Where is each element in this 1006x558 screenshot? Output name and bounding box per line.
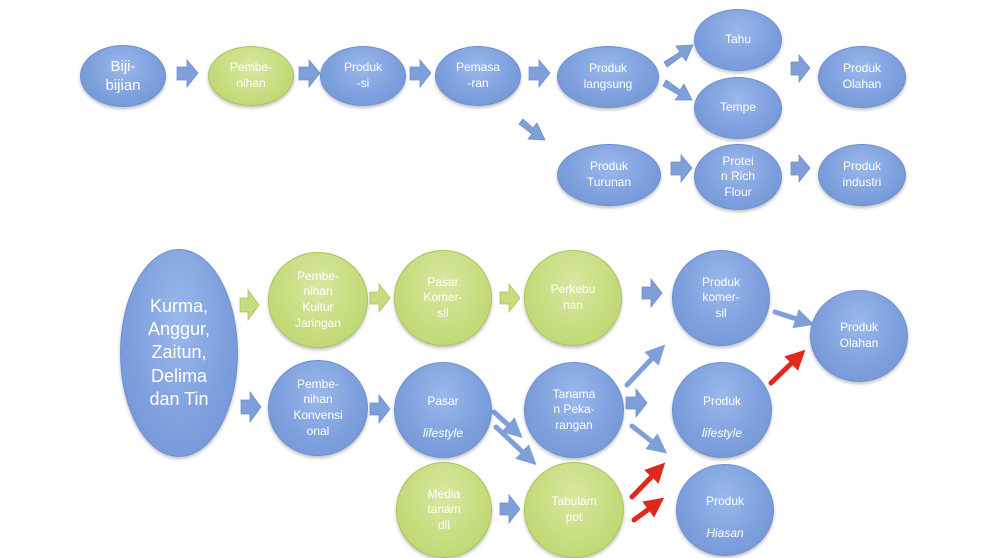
node-media-tanam: Media tanam dll bbox=[396, 462, 492, 558]
arrow-tanaman-hiasan bbox=[629, 423, 668, 454]
node-produk-olahan-bottom: Produk Olahan bbox=[810, 290, 908, 382]
node-pembenihan-konvensional: Pembe- nihan Konvensi onal bbox=[268, 360, 368, 456]
node-produk-komersil: Produk komer- sil bbox=[672, 250, 770, 346]
node-produk-hiasan: Produk Hiasan bbox=[676, 464, 774, 556]
red-arrow-tabulampot-lifestyle bbox=[629, 462, 666, 500]
arrow-komersil-olahan bbox=[772, 309, 815, 329]
block-arrow-down bbox=[662, 79, 693, 101]
node-pasar-lifestyle: Pasar lifestyle bbox=[394, 362, 492, 458]
node-produk-hiasan-label: Produk Hiasan bbox=[706, 479, 744, 541]
node-produk-olahan-bottom-label: Produk Olahan bbox=[839, 320, 879, 350]
node-protein-rich-flour: Protei n Rich Flour bbox=[694, 144, 782, 210]
arrow-lifestyle-tabulampot bbox=[491, 409, 523, 439]
block-arrow-b5 bbox=[625, 387, 648, 419]
block-arrow-up bbox=[663, 44, 694, 68]
node-produk-turunan-label: Produk Turunan bbox=[586, 159, 632, 189]
node-produk-langsung: Produk langsung bbox=[557, 46, 659, 108]
block-arrow-g3 bbox=[499, 282, 521, 314]
node-produk-turunan: Produk Turunan bbox=[557, 144, 661, 206]
block-arrow-b2 bbox=[240, 390, 262, 424]
node-produk-hiasan-line1: Produk bbox=[705, 494, 745, 509]
node-pemasaran-label: Pemasa -ran bbox=[455, 60, 501, 90]
block-arrow-2 bbox=[298, 58, 321, 89]
node-pembenihan-konvensional-label: Pembe- nihan Konvensi onal bbox=[293, 376, 343, 438]
node-pasar-komersil-label: Pasar Komer- sil bbox=[423, 274, 463, 320]
block-arrow-b3 bbox=[369, 393, 391, 425]
node-tanaman-pekarangan-label: Tanama n Peka- rangan bbox=[552, 386, 596, 432]
red-arrow-lifestyle-olahan bbox=[768, 349, 806, 386]
block-arrow-g1 bbox=[239, 288, 260, 322]
node-tempe: Tempe bbox=[694, 77, 782, 139]
block-arrow-b1 bbox=[641, 277, 663, 309]
node-pembenihan-label: Pembe- nihan bbox=[229, 60, 273, 90]
node-protein-rich-flour-label: Protei n Rich Flour bbox=[720, 153, 755, 199]
block-arrow-down-right bbox=[518, 118, 546, 141]
node-produk-olahan-top: Produk Olahan bbox=[818, 46, 906, 108]
block-arrow-6 bbox=[670, 153, 693, 184]
node-kurma-anggur-label: Kurma, Anggur, Zaitun, Delima dan Tin bbox=[147, 295, 211, 410]
node-biji-bijian-label: Biji- bijian bbox=[105, 57, 141, 95]
block-arrow-1 bbox=[176, 58, 199, 89]
node-pasar-lifestyle-line1: Pasar bbox=[427, 394, 459, 409]
node-pasar-komersil: Pasar Komer- sil bbox=[394, 250, 492, 346]
node-tanaman-pekarangan: Tanama n Peka- rangan bbox=[524, 362, 624, 458]
node-produksi: Produk -si bbox=[320, 46, 406, 106]
node-pemasaran: Pemasa -ran bbox=[435, 46, 521, 106]
node-perkebunan-label: Perkebu nan bbox=[550, 282, 596, 312]
node-kurma-anggur: Kurma, Anggur, Zaitun, Delima dan Tin bbox=[120, 249, 238, 457]
node-produk-lifestyle: Produk lifestyle bbox=[672, 362, 772, 458]
block-arrow-3 bbox=[409, 58, 432, 89]
node-produk-komersil-label: Produk komer- sil bbox=[701, 274, 741, 320]
node-produk-industri-label: Produk industri bbox=[842, 159, 882, 189]
arrow-lifestyle-tabulampot-2 bbox=[493, 424, 537, 466]
arrow-tanaman-komersil bbox=[624, 344, 666, 388]
node-tabulampot-label: Tabulam pot bbox=[551, 494, 597, 524]
node-produk-langsung-label: Produk langsung bbox=[583, 61, 633, 91]
node-tahu: Tahu bbox=[694, 9, 782, 71]
node-perkebunan: Perkebu nan bbox=[524, 250, 622, 346]
node-pembenihan-kultur-label: Pembe- nihan Kultur Jaringan bbox=[294, 268, 342, 330]
block-arrow-g2 bbox=[369, 282, 391, 314]
node-pasar-lifestyle-line2: lifestyle bbox=[422, 425, 463, 440]
node-produk-lifestyle-label: Produk lifestyle bbox=[702, 379, 742, 441]
node-pasar-lifestyle-label: Pasar lifestyle bbox=[423, 379, 463, 441]
block-arrow-b4 bbox=[499, 493, 521, 525]
node-produk-hiasan-line2: Hiasan bbox=[706, 525, 744, 540]
node-produk-lifestyle-line1: Produk bbox=[702, 394, 741, 409]
block-arrow-4 bbox=[528, 58, 551, 89]
arrows-layer bbox=[176, 44, 815, 525]
node-produksi-label: Produk -si bbox=[343, 60, 383, 90]
node-produk-industri: Produk industri bbox=[818, 144, 906, 206]
diagram-canvas: Biji- bijian Pembe- nihan Produk -si Pem… bbox=[80, 9, 908, 558]
node-tempe-label: Tempe bbox=[719, 100, 757, 115]
node-produk-lifestyle-line2: lifestyle bbox=[701, 425, 742, 440]
node-pembenihan-kultur: Pembe- nihan Kultur Jaringan bbox=[268, 252, 368, 348]
node-produk-olahan-top-label: Produk Olahan bbox=[842, 61, 882, 91]
node-biji-bijian: Biji- bijian bbox=[80, 45, 166, 107]
red-arrow-tabulampot-hiasan bbox=[631, 497, 665, 523]
block-arrow-5 bbox=[790, 53, 811, 84]
block-arrow-7 bbox=[790, 153, 811, 184]
node-media-tanam-label: Media tanam dll bbox=[427, 486, 461, 532]
node-tabulampot: Tabulam pot bbox=[524, 462, 624, 558]
node-tahu-label: Tahu bbox=[724, 32, 752, 47]
node-pembenihan: Pembe- nihan bbox=[208, 46, 294, 106]
